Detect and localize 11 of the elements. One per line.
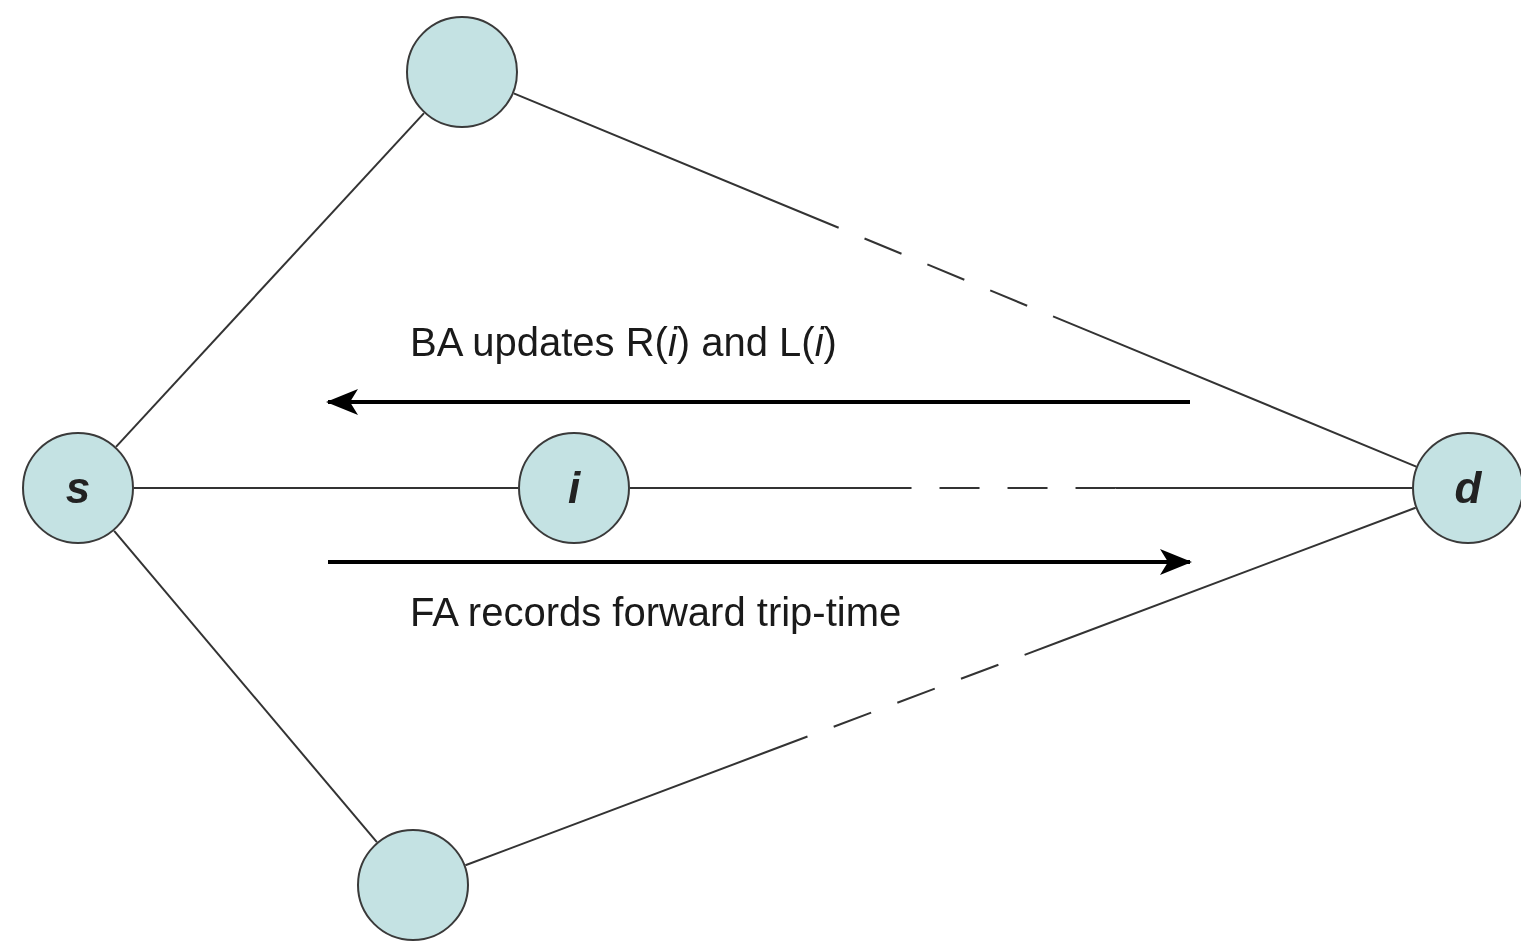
node-label: d bbox=[1454, 466, 1482, 510]
connector-line bbox=[629, 487, 1413, 489]
connector-line bbox=[464, 506, 1417, 867]
node-label: i bbox=[567, 466, 581, 510]
arrow-caption: BA updates R(i) and L(i) bbox=[410, 320, 837, 365]
node-label: s bbox=[65, 466, 91, 510]
arrow-caption: FA records forward trip-time bbox=[410, 590, 902, 635]
connector-line bbox=[133, 487, 519, 489]
connector-line bbox=[115, 112, 425, 448]
connector-line bbox=[113, 529, 378, 844]
connector-line bbox=[512, 92, 1418, 468]
